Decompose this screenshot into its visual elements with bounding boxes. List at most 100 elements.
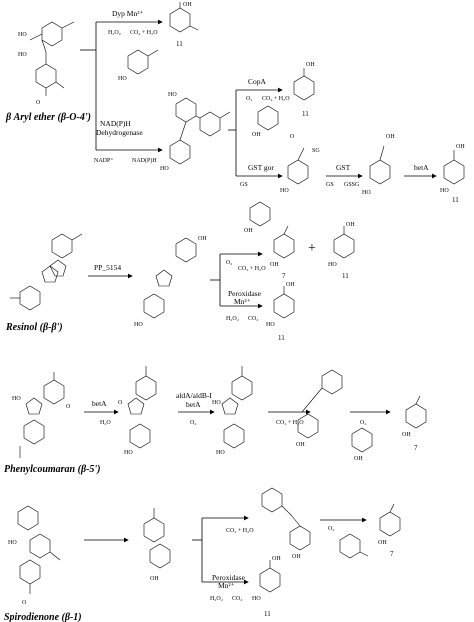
cofactor-h2o2-2: H₂O₂ [226, 316, 239, 322]
compound-7-label-1: 7 [282, 272, 286, 280]
cofactor-gs-2: GS [326, 182, 334, 188]
svg-text:HO: HO [160, 166, 169, 172]
enzyme-alda: aldA/aldB-I [176, 391, 212, 400]
svg-text:HO: HO [18, 32, 27, 38]
compound-11-label-6: 11 [264, 610, 271, 618]
spirodienone-section: HO O Spirodienone (β-1) OH CO₂ + H₂O OH … [4, 487, 401, 622]
svg-text:OH: OH [456, 144, 465, 150]
svg-text:HO: HO [168, 92, 177, 98]
cofactor-co2h2o-5: CO₂ + H₂O [226, 528, 254, 534]
svg-text:HO: HO [8, 540, 17, 546]
cofactor-co2-2: CO₂ [232, 596, 242, 602]
phenylcoumaran-section: HO O Phenylcoumaran (β-5') betA H₂O O HO… [4, 366, 427, 475]
svg-text:OH: OH [378, 540, 387, 546]
section-title-aryl-ether: β Aryl ether (β-O-4') [5, 112, 91, 123]
svg-text:O: O [290, 134, 295, 140]
cofactor-o2-5: O₂ [328, 526, 334, 532]
enzyme-beta-a: betA [414, 163, 429, 172]
cofactor-h2o2-1: H₂O₂ [108, 30, 121, 36]
svg-text:OH: OH [286, 282, 295, 288]
vanillic-acid-structure-3: OH HO [440, 144, 465, 194]
phenylcoumaran-structure: HO O [12, 372, 71, 458]
svg-text:HO: HO [18, 52, 27, 58]
svg-text:HO: HO [216, 450, 225, 456]
enzyme-copa: CopA [248, 77, 267, 86]
svg-text:HO: HO [252, 596, 261, 602]
guaiacyl-fragment-structure: OH [244, 201, 271, 234]
stilbene-structure: OH [296, 369, 343, 448]
svg-text:OH: OH [270, 262, 279, 268]
compound-7-label-2: 7 [414, 444, 418, 452]
phenylcoumaran-fragment-structure: OH [351, 427, 373, 462]
svg-text:OH: OH [272, 556, 281, 562]
resinol-structure [10, 233, 83, 311]
cofactor-gs-1: GS [240, 182, 248, 188]
cofactor-h2o2-3: H₂O₂ [210, 596, 223, 602]
svg-text:OH: OH [296, 442, 305, 448]
svg-text:OH: OH [150, 576, 159, 582]
cofactor-h2o: H₂O [100, 420, 111, 426]
cofactor-gssg: GSSG [344, 182, 360, 188]
svg-text:HO: HO [280, 188, 289, 194]
compound-11-label-4: 11 [342, 272, 349, 280]
spirodienone-intermediate-structure: OH [143, 508, 171, 582]
substituent-sg: SG [312, 148, 320, 154]
cofactor-o2-4: O₂ [360, 420, 366, 426]
resinol-section: Resinol (β-β') PP_5154 OH HO O₂ CO₂ + H₂… [5, 222, 355, 342]
svg-text:HO: HO [118, 76, 127, 82]
svg-text:OH: OH [244, 228, 253, 234]
enzyme-peroxidase: Peroxidase [228, 289, 262, 298]
svg-text:HO: HO [12, 396, 21, 402]
svg-text:O: O [66, 404, 71, 410]
fragment-structure-1: HO [118, 49, 159, 82]
vanillin-structure-1: OH [270, 225, 295, 268]
vanillin-structure-2: OH [402, 395, 427, 438]
enzyme-peroxidase-2: Peroxidase [212, 573, 246, 582]
svg-text:O: O [22, 600, 27, 606]
svg-text:O: O [36, 100, 41, 106]
compound-7-label-3: 7 [390, 550, 394, 558]
aryl-ether-dimer-structure: HO HO O [18, 21, 75, 106]
svg-text:OH: OH [252, 132, 261, 138]
svg-text:HO: HO [124, 450, 133, 456]
svg-text:OH: OH [292, 554, 301, 560]
ketone-product-structure: OH HO [362, 134, 395, 196]
spiro-stilbene-structure: OH [261, 487, 311, 560]
svg-text:OH: OH [346, 222, 355, 228]
enzyme-gst-gor: GST gor [248, 163, 274, 172]
aryl-ether-section: HO HO O β Aryl ether (β-O-4') Dyp Mn²⁺ H… [5, 2, 465, 234]
vanillic-acid-structure-5: OH HO [266, 282, 295, 328]
cofactor-co2h2o-2: CO₂ + H₂O [262, 96, 290, 102]
enzyme-nadph: NAD(P)H [100, 119, 131, 128]
phenylcoumaran-aldehyde-structure: O HO [118, 366, 157, 456]
vanillic-acid-structure-1: OH [169, 2, 199, 33]
spiro-fragment-structure [339, 533, 369, 559]
enzyme-pp5154: PP_5154 [94, 263, 121, 272]
compound-11-label-5: 11 [278, 334, 285, 342]
svg-text:HO: HO [212, 400, 221, 406]
phenylcoumaran-acid-structure: HO HO [212, 366, 253, 456]
cofactor-co2h2o-1: CO₂ + H₂O [130, 30, 158, 36]
enzyme-gst: GST [336, 163, 351, 172]
cofactor-o2-2: O₂ [226, 260, 232, 266]
vanillic-acid-structure-2: OH [293, 62, 315, 101]
enzyme-mn-2: Mn²⁺ [218, 581, 235, 590]
spirodienone-structure: HO O [8, 505, 61, 606]
cofactor-co2h2o-4: CO₂ + H₂O [276, 420, 304, 426]
section-title-spirodienone: Spirodienone (β-1) [4, 612, 82, 622]
compound-11-label-2: 11 [302, 110, 309, 118]
enzyme-dyp: Dyp Mn²⁺ [112, 9, 143, 18]
vanillic-acid-structure-4: OH HO [328, 222, 355, 268]
cofactor-co2-1: CO₂ [248, 316, 258, 322]
svg-text:OH: OH [198, 236, 207, 242]
svg-text:OH: OH [183, 2, 192, 8]
cofactor-nadph-short: NAD(P)H [132, 157, 157, 164]
compound-11-label-1: 11 [176, 40, 183, 48]
svg-text:OH: OH [402, 432, 411, 438]
svg-text:OH: OH [386, 134, 395, 140]
svg-text:OH: OH [306, 62, 315, 68]
vanillin-structure-3: OH [378, 503, 401, 546]
cofactor-co2h2o-3: CO₂ + H₂O [238, 266, 266, 272]
section-title-phenylcoumaran: Phenylcoumaran (β-5') [4, 464, 101, 475]
